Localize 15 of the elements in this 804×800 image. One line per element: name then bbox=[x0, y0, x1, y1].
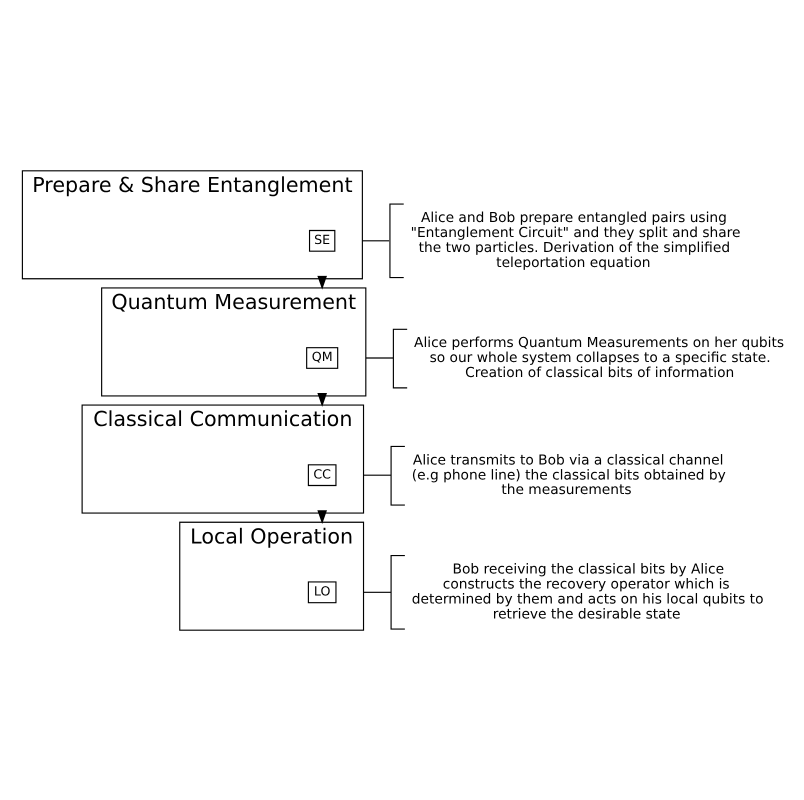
node-text: Alice performs Quantum Measurements on her qubits so our whole system collapses to a specific state. Creation of classical bits of information bbox=[414, 334, 784, 381]
connector bbox=[364, 474, 391, 476]
arrow bbox=[317, 510, 327, 524]
connector bbox=[362, 240, 390, 241]
node-text: Alice and Bob prepare entangled pairs using "Entanglement Circuit" and they split and share the two particles. Derivation of the simplified teleportation equation bbox=[410, 210, 741, 270]
arrow bbox=[317, 392, 327, 406]
node-text: Alice transmits to Bob via a classical channel (e.g phone line) the classical bits obtained by the measurements bbox=[412, 452, 726, 498]
node-box: LO bbox=[308, 580, 337, 603]
arrow bbox=[317, 275, 327, 290]
connector bbox=[364, 591, 391, 592]
node-box: CC bbox=[308, 464, 337, 486]
node-box: QM bbox=[306, 346, 338, 368]
node-text: Bob receiving the classical bits by Alice constructs the recovery operator which is determined by them and acts on his local qubits to retrieve the desirable state bbox=[412, 560, 764, 622]
node-box: SE bbox=[308, 229, 336, 252]
connector bbox=[366, 356, 394, 358]
